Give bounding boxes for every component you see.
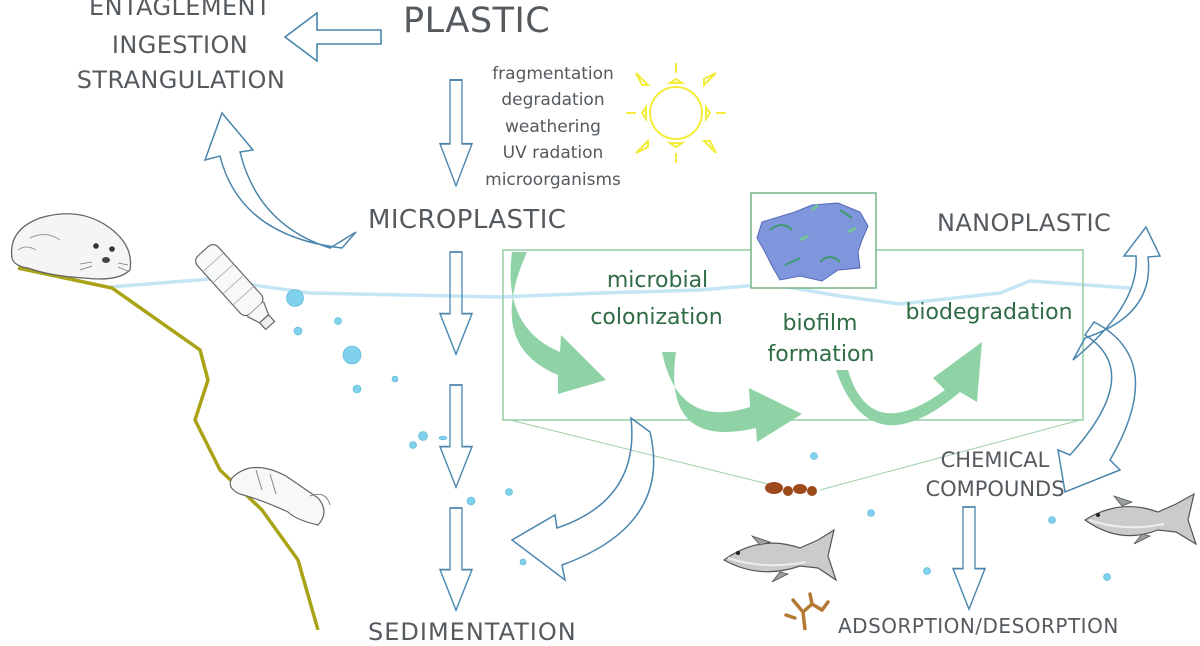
blue-arrow-up-to-nanoplastic: [1072, 225, 1162, 361]
compounds-label: COMPOUNDS: [925, 477, 1065, 501]
diagram-graphics: [10, 11, 1198, 630]
formation-label: formation: [767, 342, 875, 367]
sediment-particles: [765, 482, 817, 496]
process-uv-radiation: UV radation: [502, 143, 604, 163]
process-fragmentation: fragmentation: [492, 64, 614, 84]
bag-icon: [229, 466, 331, 526]
process-degradation: degradation: [501, 90, 605, 110]
fish-icon: [722, 528, 838, 583]
hazard-ingestion: INGESTION: [111, 31, 249, 59]
microplastic-label: MICROPLASTIC: [368, 205, 567, 235]
zoom-line-left: [509, 419, 781, 488]
biofilm-label: biofilm: [782, 311, 858, 336]
hazard-strangulation: STRANGULATION: [76, 66, 286, 94]
blue-arrow-to-hazards: [203, 111, 357, 249]
green-arrow-biodegradation: [836, 342, 982, 426]
blue-arrow-to-chemical: [1057, 321, 1137, 494]
process-weathering: weathering: [505, 117, 601, 137]
zoom-line-right: [819, 419, 1081, 491]
nanoplastic-label: NANOPLASTIC: [937, 209, 1112, 237]
green-arrow-colonization: [510, 252, 606, 394]
chemical-label: CHEMICAL: [940, 448, 1050, 472]
hazard-entanglement: ENTAGLEMENT: [89, 0, 271, 21]
fish-icon-2: [1083, 492, 1198, 546]
arrow-chemical-down: [952, 506, 986, 611]
microbial-label: microbial: [606, 268, 709, 293]
process-microorganisms: microorganisms: [485, 170, 621, 190]
sun-icon: [626, 63, 726, 163]
green-arrow-biofilm: [662, 352, 802, 442]
arrow-down-3: [439, 507, 473, 612]
plastic-fate-diagram: PLASTIC ENTAGLEMENT INGESTION STRANGULAT…: [10, 0, 1198, 644]
blue-arrow-down-to-sediment: [510, 416, 655, 582]
bubbles: [286, 289, 1111, 581]
microplastic-particle-icon: [750, 192, 877, 289]
coastline: [17, 266, 320, 630]
arrow-plastic-to-microplastic: [439, 79, 473, 187]
bottle-icon: [195, 244, 276, 331]
sedimentation-label: SEDIMENTATION: [368, 618, 577, 646]
biodegradation-label: biodegradation: [905, 300, 1073, 325]
coral-icon: [784, 592, 830, 630]
seal-icon: [10, 213, 132, 280]
colonization-label: colonization: [590, 305, 723, 330]
adsorption-desorption-label: ADSORPTION/DESORPTION: [838, 614, 1119, 638]
arrow-plastic-to-hazards: [283, 11, 382, 63]
arrow-down-1: [439, 251, 473, 356]
plastic-label: PLASTIC: [403, 1, 551, 41]
